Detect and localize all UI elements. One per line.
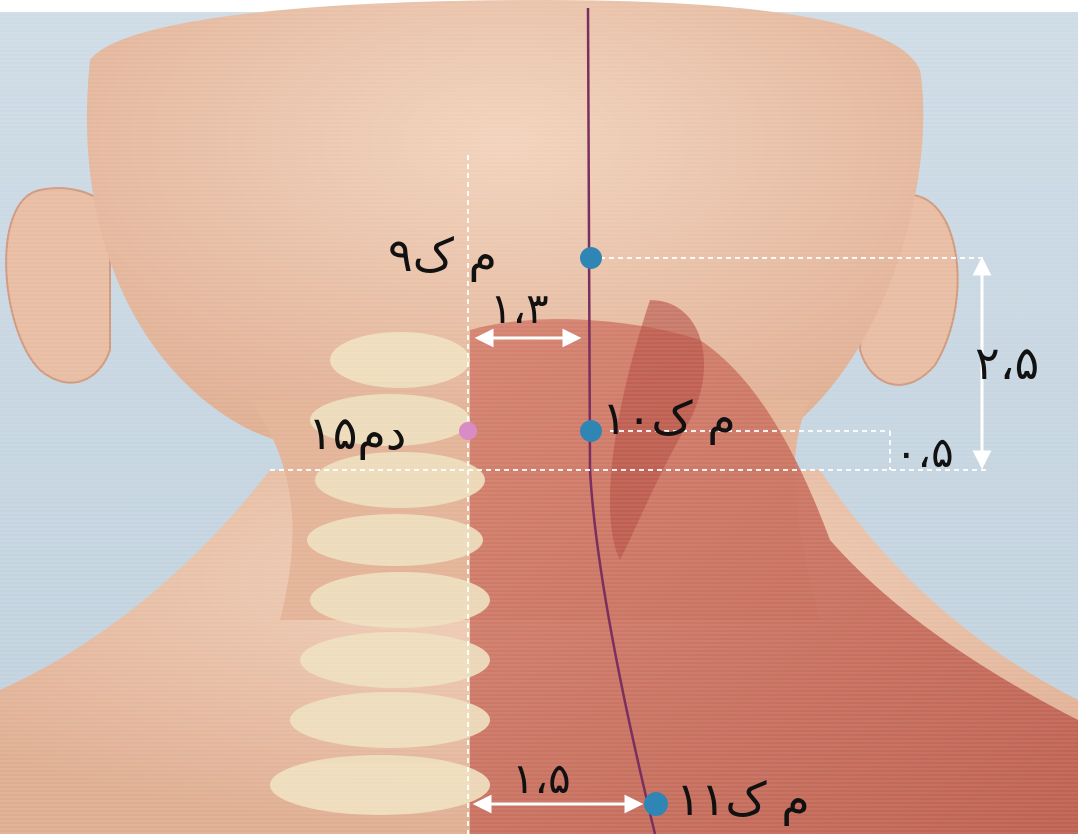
point-mk9-marker [580,247,602,269]
point-mk11-marker [644,792,668,816]
point-dm15-marker [459,422,477,440]
point-mk10-marker [580,420,602,442]
label-distance-vertical-small: ۰،۵ [895,432,954,474]
label-distance-upper: ۱،۳ [490,288,549,330]
label-dm15: ۱۵دم [308,410,406,456]
label-distance-vertical-total: ۲،۵ [975,340,1039,386]
label-mk10: م ک۱۰ [602,395,736,441]
label-distance-lower: ۱،۵ [512,758,571,800]
label-mk11: م ک۱۱ [676,776,810,822]
label-mk9: م ک۹ [388,232,497,278]
